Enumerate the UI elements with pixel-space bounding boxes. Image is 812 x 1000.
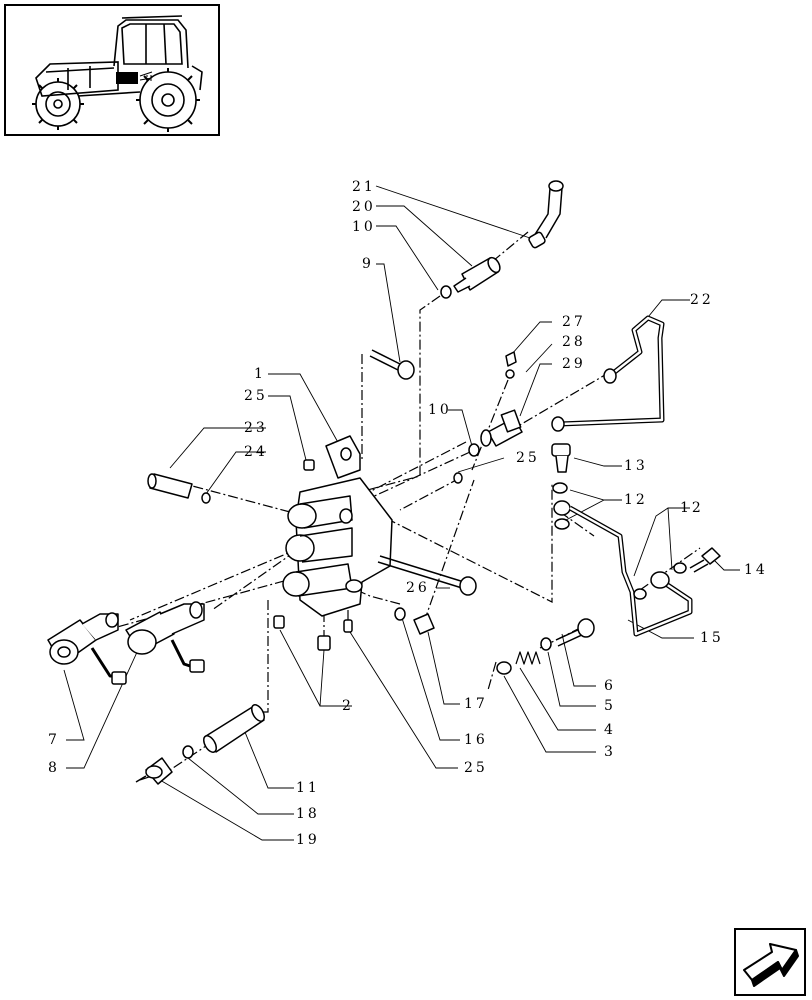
callout-15: 15: [700, 630, 724, 646]
callout-12-right: 12: [680, 500, 704, 516]
next-page-button[interactable]: [734, 928, 806, 996]
callout-27: 27: [562, 314, 586, 330]
callout-6: 6: [604, 678, 616, 694]
callout-2: 2: [342, 698, 354, 714]
callout-23: 23: [244, 420, 268, 436]
callout-17: 17: [464, 696, 488, 712]
callout-1: 1: [254, 366, 266, 382]
callout-25-upper: 25: [244, 388, 268, 404]
callout-21: 21: [352, 179, 376, 195]
callout-16: 16: [464, 732, 488, 748]
callout-9: 9: [362, 256, 374, 272]
callout-11: 11: [296, 780, 320, 796]
callout-4: 4: [604, 722, 616, 738]
callout-8: 8: [48, 760, 60, 776]
tractor-thumbnail-icon: [32, 15, 203, 132]
callout-10-upper: 10: [352, 219, 376, 235]
callout-28: 28: [562, 334, 586, 350]
callout-12-left: 12: [624, 492, 648, 508]
callout-19: 19: [296, 832, 320, 848]
tractor-thumbnail: [4, 4, 220, 136]
callout-10-lower: 10: [428, 402, 452, 418]
callout-5: 5: [604, 698, 616, 714]
callout-3: 3: [604, 744, 616, 760]
callout-20: 20: [352, 199, 376, 215]
callout-26: 26: [406, 580, 430, 596]
callout-24: 24: [244, 444, 268, 460]
next-page-arrow-icon: [743, 943, 799, 987]
callout-22: 22: [690, 292, 714, 308]
callout-14: 14: [744, 562, 768, 578]
callout-18: 18: [296, 806, 320, 822]
callout-7: 7: [48, 732, 60, 748]
callout-25-right: 25: [516, 450, 540, 466]
callout-25-lower: 25: [464, 760, 488, 776]
callout-13: 13: [624, 458, 648, 474]
callout-29: 29: [562, 356, 586, 372]
